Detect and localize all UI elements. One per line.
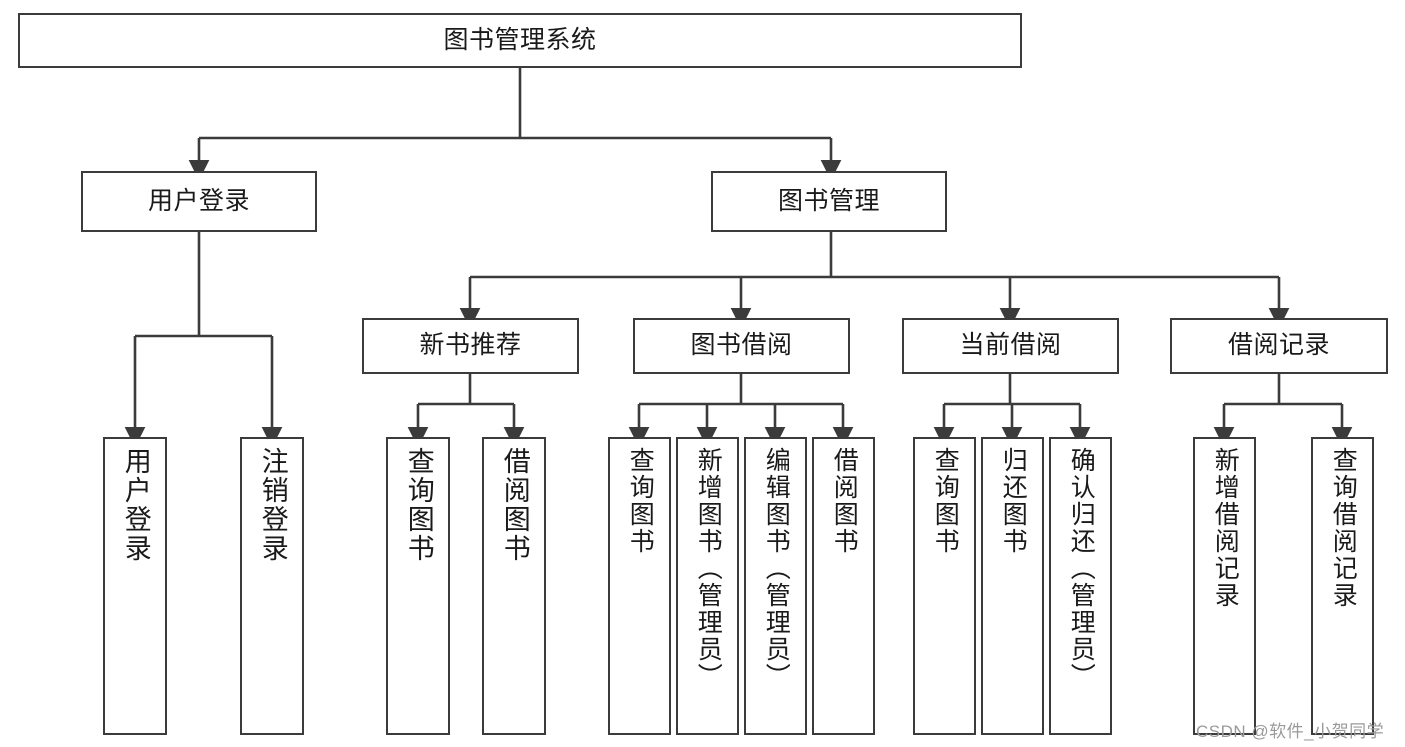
node-book-borrow-label: 图书借阅 bbox=[690, 331, 793, 360]
node-leaf-label: 借阅图书 bbox=[499, 447, 530, 563]
node-book-management-label: 图书管理 bbox=[777, 186, 880, 215]
node-leaf[interactable]: 注销登录 bbox=[240, 437, 304, 735]
node-leaf-label: 查询图书 bbox=[626, 447, 655, 555]
node-leaf-label: 借阅图书 bbox=[830, 447, 859, 555]
node-new-book-recommend-label: 新书推荐 bbox=[419, 331, 522, 360]
node-leaf[interactable]: 借阅图书 bbox=[812, 437, 875, 735]
node-leaf-label: 查询图书 bbox=[403, 447, 434, 563]
node-borrow-records-label: 借阅记录 bbox=[1227, 331, 1330, 360]
node-leaf[interactable]: 编辑图书（管理员） bbox=[744, 437, 807, 735]
node-leaf-label: 注销登录 bbox=[257, 447, 288, 563]
node-leaf[interactable]: 查询图书 bbox=[386, 437, 450, 735]
node-book-borrow[interactable]: 图书借阅 bbox=[633, 318, 850, 374]
node-leaf-label: 新增借阅记录 bbox=[1211, 447, 1240, 609]
node-root-label: 图书管理系统 bbox=[443, 25, 597, 54]
node-user-login[interactable]: 用户登录 bbox=[81, 171, 317, 232]
node-leaf-label: 归还图书 bbox=[999, 447, 1028, 555]
node-leaf[interactable]: 新增图书（管理员） bbox=[676, 437, 739, 735]
node-leaf[interactable]: 归还图书 bbox=[981, 437, 1044, 735]
node-root[interactable]: 图书管理系统 bbox=[18, 13, 1022, 68]
node-leaf[interactable]: 确认归还（管理员） bbox=[1049, 437, 1112, 735]
node-leaf[interactable]: 新增借阅记录 bbox=[1193, 437, 1256, 735]
node-borrow-records[interactable]: 借阅记录 bbox=[1170, 318, 1388, 374]
node-book-management[interactable]: 图书管理 bbox=[711, 171, 947, 232]
node-leaf[interactable]: 用户登录 bbox=[103, 437, 167, 735]
node-leaf-label: 查询借阅记录 bbox=[1329, 447, 1358, 609]
node-leaf[interactable]: 查询图书 bbox=[913, 437, 976, 735]
node-user-login-label: 用户登录 bbox=[147, 186, 250, 215]
node-leaf[interactable]: 查询图书 bbox=[608, 437, 671, 735]
node-current-borrow-label: 当前借阅 bbox=[959, 331, 1062, 360]
node-current-borrow[interactable]: 当前借阅 bbox=[902, 318, 1119, 374]
node-leaf[interactable]: 借阅图书 bbox=[482, 437, 546, 735]
node-leaf[interactable]: 查询借阅记录 bbox=[1311, 437, 1374, 735]
node-new-book-recommend[interactable]: 新书推荐 bbox=[362, 318, 579, 374]
node-leaf-label: 确认归还（管理员） bbox=[1067, 447, 1096, 690]
node-leaf-label: 新增图书（管理员） bbox=[694, 447, 723, 690]
node-leaf-label: 查询图书 bbox=[931, 447, 960, 555]
node-leaf-label: 用户登录 bbox=[120, 447, 151, 563]
node-leaf-label: 编辑图书（管理员） bbox=[762, 447, 791, 690]
